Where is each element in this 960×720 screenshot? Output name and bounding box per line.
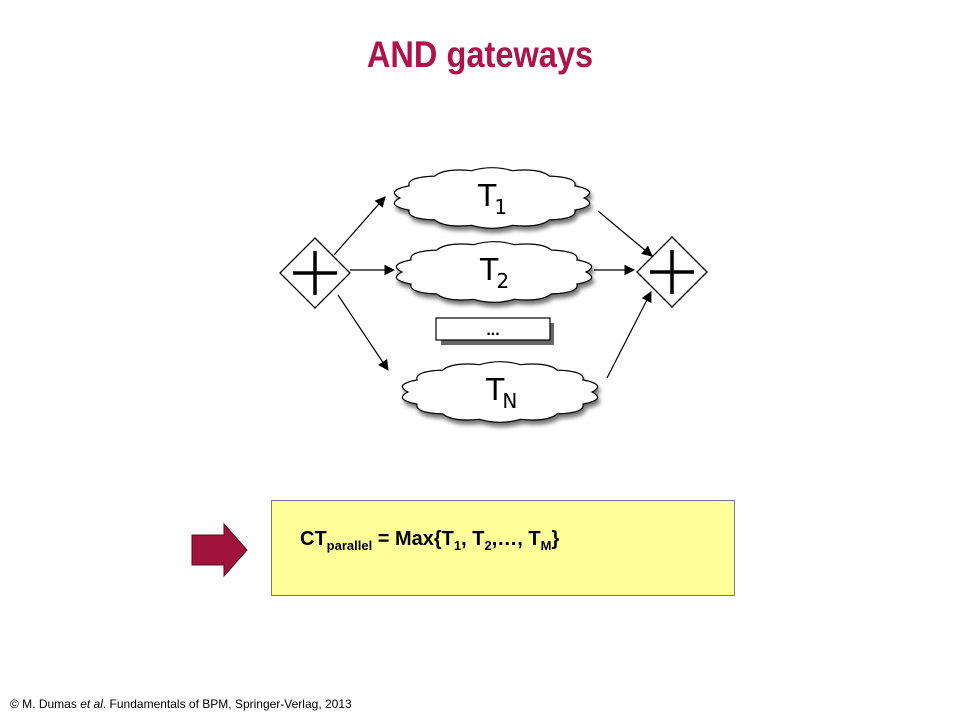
flow-split-to-t1 — [333, 196, 386, 256]
flow-t1-to-join — [597, 210, 653, 257]
task-label: T1 — [477, 179, 507, 219]
formula-box: CTparallel = Max{T1, T2,…, TM} — [271, 500, 735, 596]
join-and-gateway — [636, 236, 708, 308]
flow-tn-to-join — [606, 291, 652, 379]
ellipsis-task-box: ... — [435, 317, 554, 345]
task-cloud-shape — [401, 361, 599, 423]
task-cloud-shape — [395, 241, 593, 303]
ellipsis-label: ... — [486, 322, 499, 339]
copyright-footer: © M. Dumas et al. Fundamentals of BPM, S… — [10, 697, 352, 711]
task-cloud-shape — [393, 167, 591, 229]
split-and-gateway — [279, 237, 351, 309]
task-tn: TN — [401, 361, 599, 423]
slide-title: AND gateways — [366, 34, 594, 75]
cycle-time-formula: CTparallel = Max{T1, T2,…, TM} — [300, 528, 560, 553]
task-t2: T2 — [395, 241, 593, 303]
flow-split-to-tn — [337, 294, 389, 371]
task-t1: T1 — [393, 167, 591, 229]
right-arrow-icon — [191, 522, 248, 578]
